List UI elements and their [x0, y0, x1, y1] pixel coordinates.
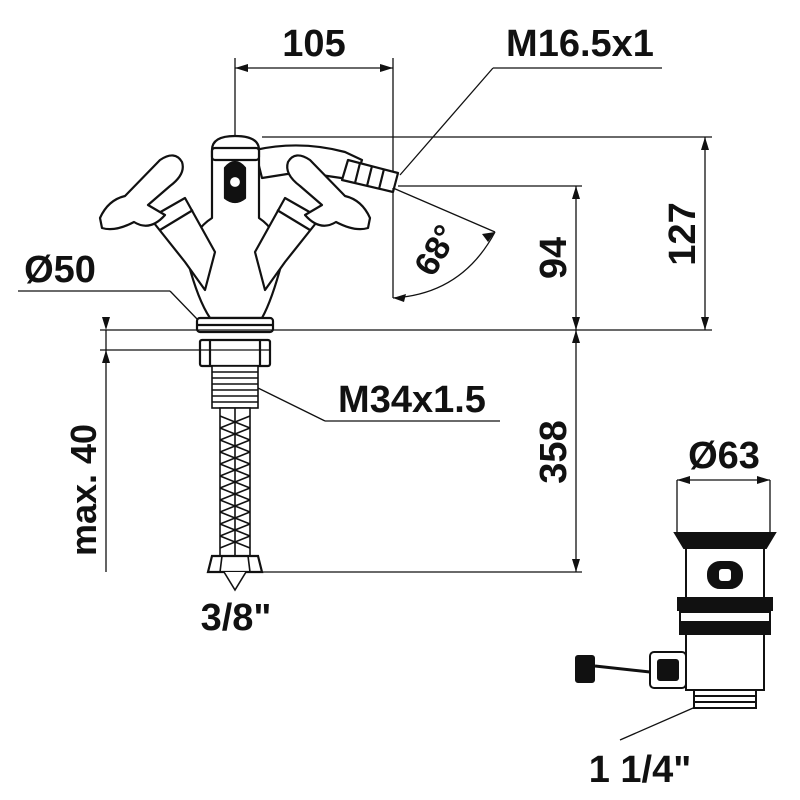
- threaded-shank: [211, 365, 259, 409]
- dim-waste-diameter: Ø63: [688, 435, 760, 477]
- dim-spout-height: 94: [533, 237, 575, 279]
- hose-fitting: [206, 554, 264, 574]
- dim-max-deck: max. 40: [63, 424, 104, 556]
- right-valve-body: [253, 196, 322, 292]
- dim-shank-thread: M34x1.5: [338, 379, 486, 421]
- dimension-lines: [18, 58, 771, 741]
- right-cross-handle: [286, 154, 372, 231]
- waste-thread: [693, 689, 757, 709]
- dim-waste-connection: 1 1/4": [589, 749, 692, 791]
- bidet-mixer-tap: [98, 134, 400, 368]
- dim-base-diameter: Ø50: [24, 249, 96, 291]
- left-valve-body: [148, 196, 217, 292]
- flexible-hoses: [206, 407, 264, 592]
- dim-spout-thread: M16.5x1: [506, 23, 654, 65]
- dim-spray-angle: 68°: [407, 219, 466, 283]
- left-cross-handle: [98, 154, 184, 231]
- dim-total-height: 127: [662, 202, 704, 265]
- popup-waste-fitting: [575, 532, 777, 709]
- dim-hose-length: 358: [533, 420, 575, 483]
- dim-spout-reach: 105: [282, 23, 345, 65]
- waste-flange: [673, 532, 777, 549]
- arrowheads: [102, 64, 770, 572]
- dim-hose-connection: 3/8": [201, 597, 272, 639]
